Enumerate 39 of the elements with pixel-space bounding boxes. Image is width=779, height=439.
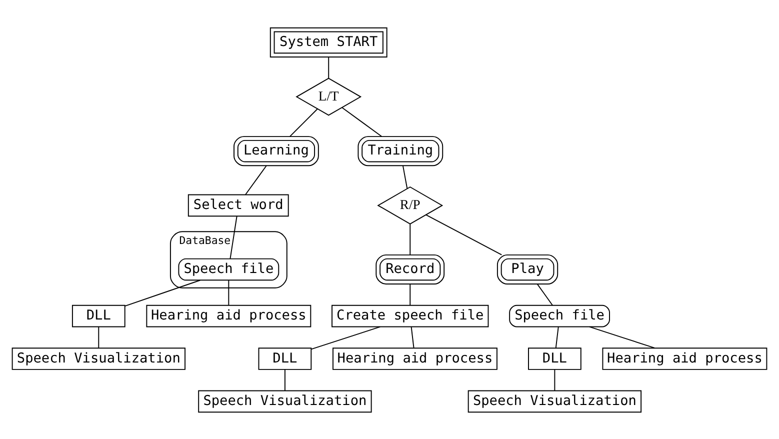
- connector: [310, 326, 381, 350]
- connector: [425, 214, 502, 255]
- node-box: Speech Visualization: [198, 390, 372, 412]
- node-box: Learning: [234, 136, 319, 166]
- connector: [402, 164, 408, 188]
- node-diamond: L/T: [296, 77, 362, 116]
- node-box: Hearing aid process: [332, 347, 498, 370]
- connector: [289, 108, 318, 136]
- connector: [230, 215, 238, 259]
- node-box: Speech file: [178, 258, 280, 280]
- node-box: System START: [270, 26, 388, 57]
- connector: [536, 283, 554, 306]
- connector: [284, 368, 286, 391]
- connector: [98, 326, 100, 348]
- node-box: DLL: [528, 347, 582, 370]
- node-box: DLL: [258, 347, 312, 370]
- node-box: Select word: [188, 194, 289, 216]
- node-box: Speech file: [509, 304, 610, 327]
- node-box: Record: [376, 254, 445, 284]
- node-box: Training: [358, 136, 444, 166]
- node-box: DLL: [72, 304, 126, 327]
- node-box: Hearing aid process: [146, 304, 312, 327]
- node-box: Speech Visualization: [12, 347, 186, 370]
- connector: [554, 368, 556, 391]
- connector: [228, 279, 230, 306]
- node-box: Create speech file: [332, 304, 489, 327]
- node-box: Hearing aid process: [602, 347, 768, 370]
- connector: [555, 326, 559, 348]
- connector: [589, 326, 656, 348]
- connector: [410, 326, 414, 348]
- connector: [342, 106, 382, 136]
- connector: [244, 164, 267, 195]
- connector: [328, 56, 330, 78]
- node-box: Play: [496, 254, 558, 284]
- connector: [124, 279, 201, 306]
- connector: [410, 223, 411, 255]
- node-box: Speech Visualization: [468, 390, 642, 412]
- node-diamond: R/P: [377, 186, 444, 224]
- connector: [410, 283, 411, 306]
